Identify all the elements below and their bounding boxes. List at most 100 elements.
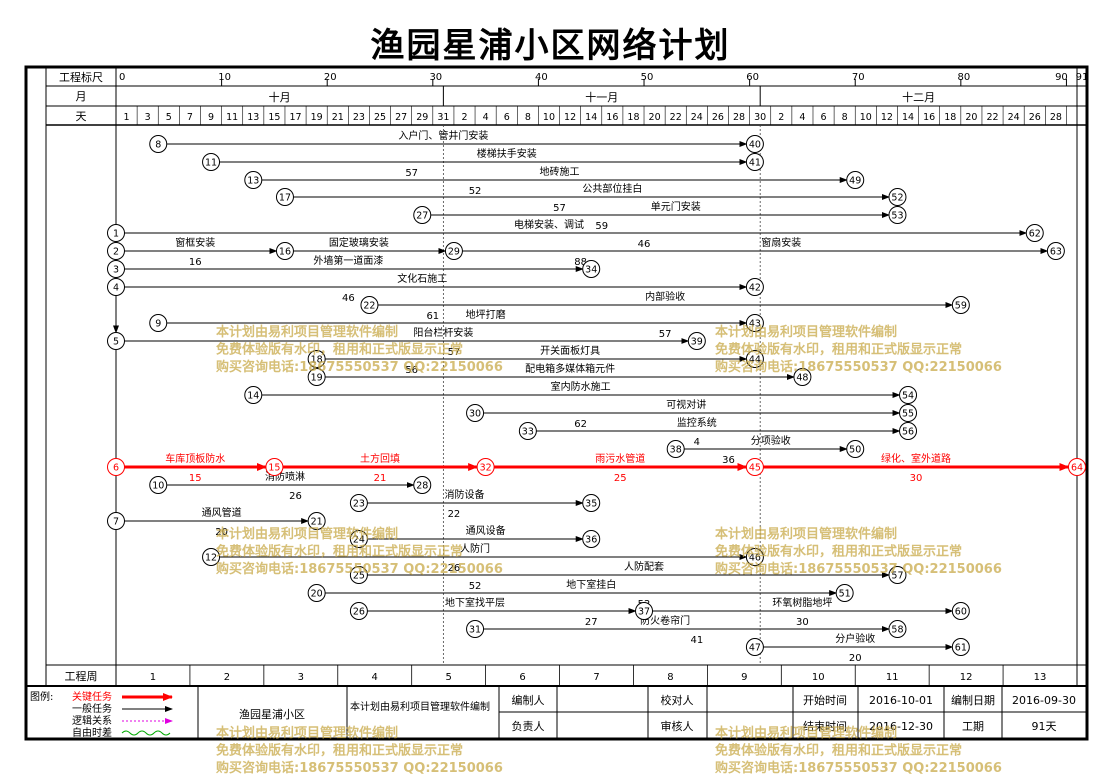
month-label-cell: 十月 [269, 90, 291, 104]
watermark-text: 购买咨询电话:18675550537 QQ:22150066 [715, 561, 1002, 577]
legend-float: 自由时差 [72, 726, 112, 739]
node-41 [745, 153, 764, 171]
node-8 [149, 135, 168, 153]
node-30 [466, 404, 485, 422]
activity-duration: 25 [614, 473, 627, 484]
activity-duration: 21 [374, 473, 387, 484]
node-22 [360, 296, 379, 314]
activity-label: 单元门安装 [651, 200, 701, 213]
node-49 [846, 171, 865, 189]
node-label-4: 4 [113, 283, 119, 294]
legend-logic: 逻辑关系 [72, 714, 112, 727]
week-cell: 9 [741, 672, 747, 683]
node-34 [582, 260, 601, 278]
activity-label: 室内防水施工 [551, 380, 611, 393]
day-label-cell: 5 [166, 112, 172, 123]
node-label-25: 25 [353, 571, 365, 582]
node-label-21: 21 [311, 517, 323, 528]
watermark-text: 免费体验版有水印，租用和正式版显示正常 [216, 544, 463, 560]
day-label-cell: 21 [332, 112, 344, 123]
node-label-11: 11 [205, 158, 217, 169]
node-label-15: 15 [268, 463, 280, 474]
node-label-58: 58 [891, 625, 903, 636]
footer-made-label: 编制日期 [951, 693, 995, 707]
footer-end-label: 结束时间 [803, 720, 847, 733]
node-23 [349, 494, 368, 512]
legend-float-wave [121, 730, 171, 736]
day-label-cell: 24 [691, 112, 703, 123]
node-label-63: 63 [1050, 247, 1062, 258]
legend-title: 图例: [30, 690, 53, 703]
week-cell: 2 [224, 672, 230, 683]
activity-label: 地下室挂白 [566, 578, 616, 591]
scale-label: 工程标尺 [59, 70, 103, 84]
node-label-22: 22 [363, 301, 375, 312]
watermark-text: 购买咨询电话:18675550537 QQ:22150066 [216, 760, 503, 776]
watermark-text: 本计划由易利项目管理软件编制 [216, 725, 398, 741]
node-6 [107, 458, 125, 476]
node-label-10: 10 [152, 481, 164, 492]
node-60 [951, 602, 970, 620]
node-label-33: 33 [522, 427, 534, 438]
node-label-12: 12 [205, 553, 217, 564]
legend-critical: 关键任务 [72, 690, 112, 703]
node-38 [666, 440, 685, 458]
node-64 [1068, 458, 1086, 476]
node-25 [349, 566, 368, 584]
node-label-42: 42 [749, 283, 761, 294]
day-label-cell: 22 [986, 112, 998, 123]
month-label: 月 [76, 90, 87, 103]
activity-duration: 59 [595, 221, 608, 232]
node-61 [951, 638, 970, 656]
node-51 [835, 584, 854, 602]
day-label-cell: 22 [670, 112, 682, 123]
node-63 [1046, 242, 1065, 260]
node-48 [793, 368, 812, 386]
scale-tick-label: 90 [1055, 72, 1068, 83]
activity-label: 车库顶板防水 [165, 452, 225, 465]
scale-tick-label: 40 [535, 72, 548, 83]
scale-tick-label: 80 [957, 72, 970, 83]
activity-label: 配电箱多媒体箱元件 [525, 362, 615, 375]
node-label-30: 30 [469, 409, 481, 420]
node-15 [265, 458, 284, 476]
activity-label: 地下室找平层 [445, 596, 505, 609]
week-cell: 12 [960, 672, 973, 683]
node-label-46: 46 [749, 553, 761, 564]
activity-duration: 15 [189, 473, 202, 484]
day-label-cell: 27 [395, 112, 407, 123]
node-31 [466, 620, 485, 638]
footer-made: 2016-09-30 [1012, 694, 1076, 707]
watermark-text: 本计划由易利项目管理软件编制 [216, 324, 398, 340]
activity-label: 绿化、室外道路 [881, 452, 951, 465]
footer-period-label: 工期 [962, 720, 984, 733]
activity-label: 文化石施工 [397, 272, 447, 285]
day-label-cell: 28 [1050, 112, 1062, 123]
node-56 [899, 422, 918, 440]
node-label-51: 51 [839, 589, 851, 600]
legend-normal: 一般任务 [72, 702, 112, 715]
node-label-17: 17 [279, 193, 291, 204]
week-cell: 5 [445, 672, 451, 683]
activity-label: 环氧树脂地坪 [772, 596, 832, 609]
activity-label: 雨污水管道 [595, 452, 645, 465]
day-label-cell: 4 [483, 112, 489, 123]
activity-duration: 4 [694, 437, 700, 448]
day-label-cell: 16 [606, 112, 618, 123]
node-label-31: 31 [469, 625, 481, 636]
week-cell: 7 [593, 672, 599, 683]
activity-label: 内部验收 [645, 290, 685, 303]
scale-tick-label: 91 [1076, 72, 1089, 83]
node-21 [307, 512, 326, 530]
week-cell: 8 [667, 672, 673, 683]
activity-duration: 52 [469, 186, 482, 197]
node-46 [745, 548, 764, 566]
footer-period: 91天 [1032, 720, 1057, 733]
node-18 [307, 350, 326, 368]
node-26 [349, 602, 368, 620]
day-label-cell: 1 [124, 112, 130, 123]
node-label-49: 49 [849, 176, 861, 187]
day-label-cell: 8 [525, 112, 531, 123]
watermark-text: 免费体验版有水印，租用和正式版显示正常 [715, 342, 962, 358]
node-32 [476, 458, 495, 476]
